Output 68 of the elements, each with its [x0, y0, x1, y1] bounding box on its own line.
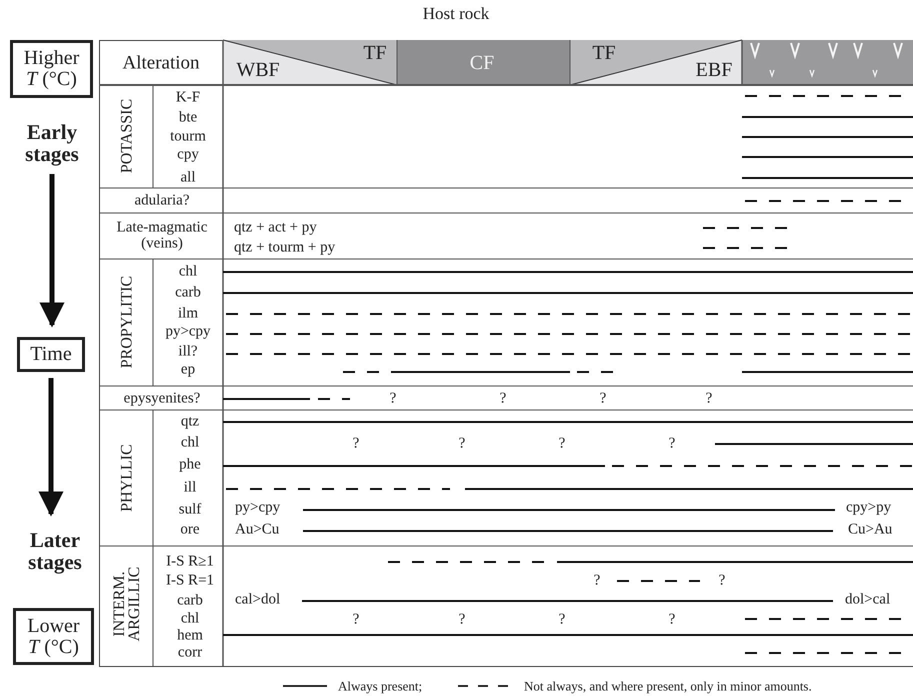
question-mark: ? — [600, 392, 606, 406]
mineral-label: cpy — [177, 148, 199, 162]
mineral-label: sulf — [178, 502, 202, 518]
mineral-label: py>cpy — [165, 324, 211, 340]
question-mark: ? — [706, 392, 712, 406]
mineral-label: hem — [177, 628, 203, 644]
temperature-box: Lower T (°C) — [13, 608, 94, 665]
zone-label: CF — [470, 53, 494, 73]
question-mark: ? — [558, 612, 566, 628]
legend-text: Always present; — [338, 680, 422, 692]
column-header: Alteration — [122, 54, 200, 72]
question-mark: ? — [718, 574, 726, 588]
group-label: INTERM. ARGILLIC — [112, 566, 142, 644]
question-mark: ? — [390, 392, 396, 406]
group-label: POTASSIC — [119, 98, 135, 176]
ratio-label: cpy>py — [846, 500, 892, 516]
mineral-label: tourm — [170, 130, 206, 144]
question-mark: ? — [352, 612, 360, 628]
mineral-label: chl — [178, 264, 198, 280]
legend-text: Not always, and where present, only in minor amounts. — [524, 680, 812, 692]
ratio-label: cal>dol — [235, 592, 280, 608]
question-mark: ? — [458, 612, 466, 628]
mineral-label: phe — [179, 458, 201, 472]
zone-label: TF — [592, 43, 616, 63]
ratio-label: py>cpy — [235, 500, 280, 516]
mineral-label: carb — [175, 286, 201, 300]
question-mark: ? — [668, 612, 676, 628]
mineral-label: ill — [184, 480, 196, 496]
mineral-label: K-F — [176, 90, 200, 106]
temperature-box: Time — [17, 337, 85, 372]
ratio-label: dol>cal — [845, 592, 890, 608]
row-label: epysyenites? — [124, 392, 200, 406]
question-mark: ? — [500, 392, 506, 406]
mineral-label: all — [180, 170, 196, 186]
mineral-label: I-S R=1 — [166, 574, 214, 588]
zone-label: TF — [363, 43, 387, 63]
zone-label: WBF — [236, 60, 280, 80]
mineral-label: chl — [180, 612, 200, 626]
question-mark: ? — [458, 436, 466, 452]
question-mark: ? — [352, 436, 360, 452]
zone-label: EBF — [696, 60, 732, 80]
mineral-label: ill? — [178, 344, 198, 360]
assemblage-label: qtz + act + py — [234, 220, 317, 236]
temperature-box: Higher T (°C) — [10, 40, 93, 98]
mineral-label: bte — [178, 110, 198, 126]
mineral-label: I-S R≥1 — [166, 554, 214, 570]
arrow — [40, 174, 64, 328]
arrow — [38, 378, 64, 516]
mineral-label: corr — [178, 646, 202, 660]
mineral-label: ilm — [178, 306, 198, 322]
stage-label: Early stages — [10, 118, 94, 168]
mineral-label: qtz — [180, 414, 200, 430]
mineral-label: ep — [180, 362, 196, 378]
mineral-label: ore — [180, 522, 200, 538]
ratio-label: Cu>Au — [848, 522, 892, 538]
mineral-label: carb — [177, 594, 203, 608]
group-label: PROPYLITIC — [119, 274, 135, 370]
row-label: Late-magmatic (veins) — [116, 220, 208, 252]
group-label: PHYLLIC — [119, 443, 135, 514]
stage-label: Later stages — [12, 526, 98, 576]
title: Host rock — [422, 5, 490, 22]
row-label: adularia? — [134, 194, 190, 208]
mineral-label: chl — [180, 436, 200, 450]
question-mark: ? — [668, 436, 676, 452]
ratio-label: Au>Cu — [235, 522, 280, 538]
assemblage-label: qtz + tourm + py — [234, 240, 336, 256]
question-mark: ? — [594, 574, 600, 588]
question-mark: ? — [558, 436, 566, 452]
